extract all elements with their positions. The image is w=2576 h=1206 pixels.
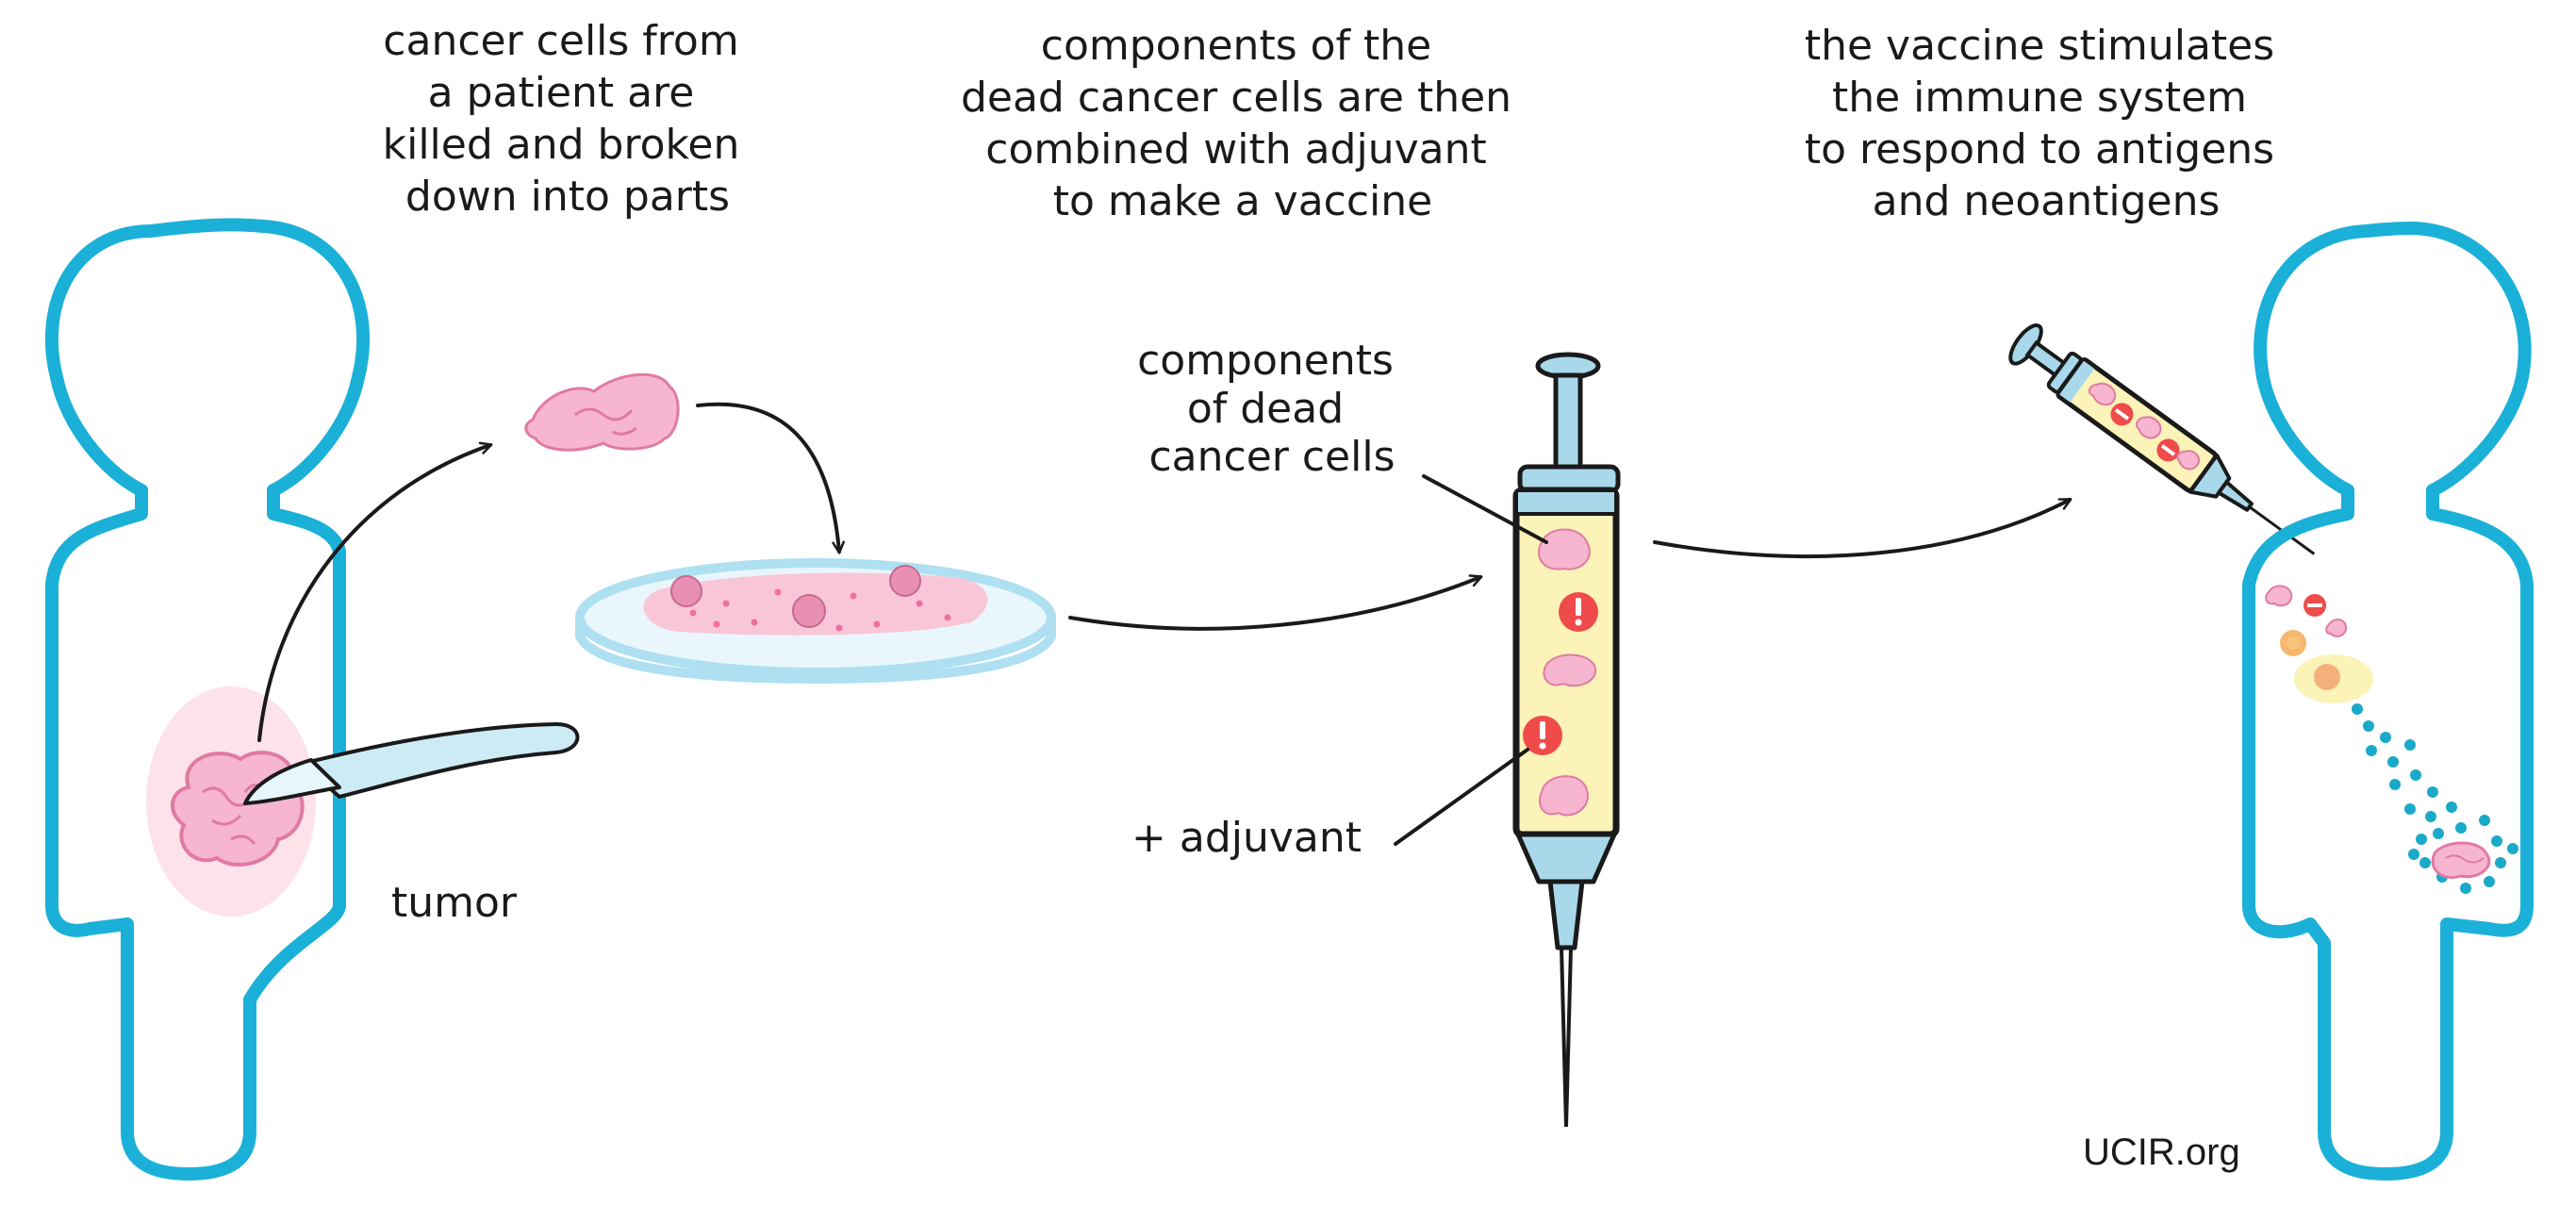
step1-caption: cancer cells from a patient are killed a… (383, 17, 753, 221)
source-credit: UCIR.org (2083, 1132, 2240, 1173)
adjuvant-pointer-line (1394, 748, 1529, 846)
step3-caption: the vaccine stimulates the immune system… (1805, 22, 2287, 225)
arrow-icon (1653, 498, 2072, 558)
arrow-icon (696, 402, 845, 554)
adjuvant-label: + adjuvant (1131, 814, 1362, 862)
components-pointer-line (1422, 474, 1548, 544)
tissue-sample-icon (524, 372, 680, 452)
arrow-icon (1068, 574, 1483, 631)
scalpel-icon (243, 722, 580, 805)
alert-icon (1559, 592, 1598, 632)
patient-right-icon (2242, 222, 2534, 1181)
arrow-icon (257, 441, 493, 742)
step2-caption: components of the dead cancer cells are … (961, 22, 1525, 225)
antigen-particles-icon (2265, 585, 2348, 656)
immune-cell-icon (2294, 654, 2373, 703)
alert-icon (1523, 716, 1562, 755)
target-tumor-icon (2431, 841, 2491, 879)
components-label: components of dead cancer cells (1137, 337, 1407, 481)
petri-dish-icon (575, 558, 1056, 685)
patient-left-icon (44, 218, 371, 1181)
tumor-label: tumor (391, 879, 518, 927)
